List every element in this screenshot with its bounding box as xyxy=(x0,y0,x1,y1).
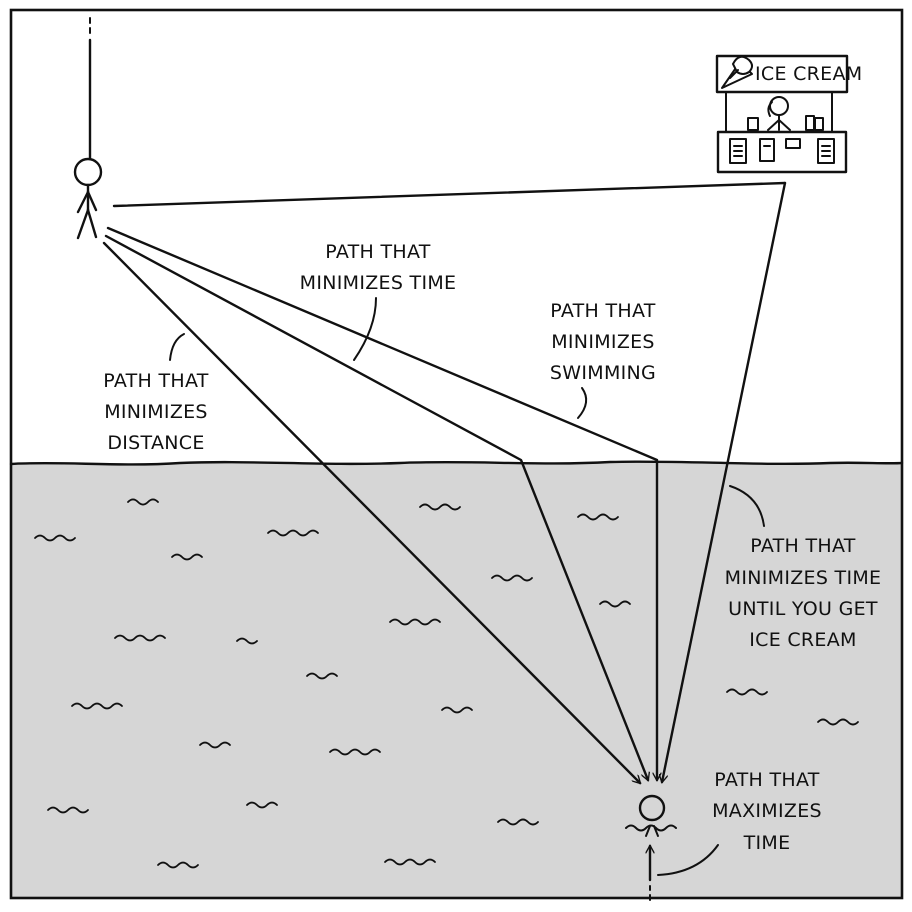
label-line: ICE CREAM xyxy=(749,629,856,651)
label-line: SWIMMING xyxy=(550,362,656,384)
label-line: MINIMIZES xyxy=(104,401,208,423)
label-minimizes-swimming: PATH THAT MINIMIZES SWIMMING xyxy=(550,300,656,384)
label-line: MINIMIZES TIME xyxy=(300,272,457,294)
label-line: PATH THAT xyxy=(714,769,820,791)
label-line: UNTIL YOU GET xyxy=(728,598,878,620)
path-via-ice-cream xyxy=(114,183,785,206)
label-line: MINIMIZES TIME xyxy=(725,567,882,589)
label-line: PATH THAT xyxy=(103,370,209,392)
label-line: MAXIMIZES xyxy=(712,800,822,822)
stick-figure-person xyxy=(75,18,101,238)
label-minimizes-distance: PATH THAT MINIMIZES DISTANCE xyxy=(103,370,209,454)
label-line: DISTANCE xyxy=(107,432,204,454)
label-line: PATH THAT xyxy=(550,300,656,322)
ice-cream-cone-icon xyxy=(722,57,752,88)
label-minimizes-time: PATH THAT MINIMIZES TIME xyxy=(300,241,457,294)
label-line: MINIMIZES xyxy=(551,331,655,353)
vendor-figure xyxy=(768,97,790,130)
counter-menus xyxy=(730,139,834,163)
label-line: TIME xyxy=(743,832,791,854)
ice-cream-sign-text: ICE CREAM xyxy=(755,63,862,85)
label-line: PATH THAT xyxy=(750,535,856,557)
label-line: PATH THAT xyxy=(325,241,431,263)
